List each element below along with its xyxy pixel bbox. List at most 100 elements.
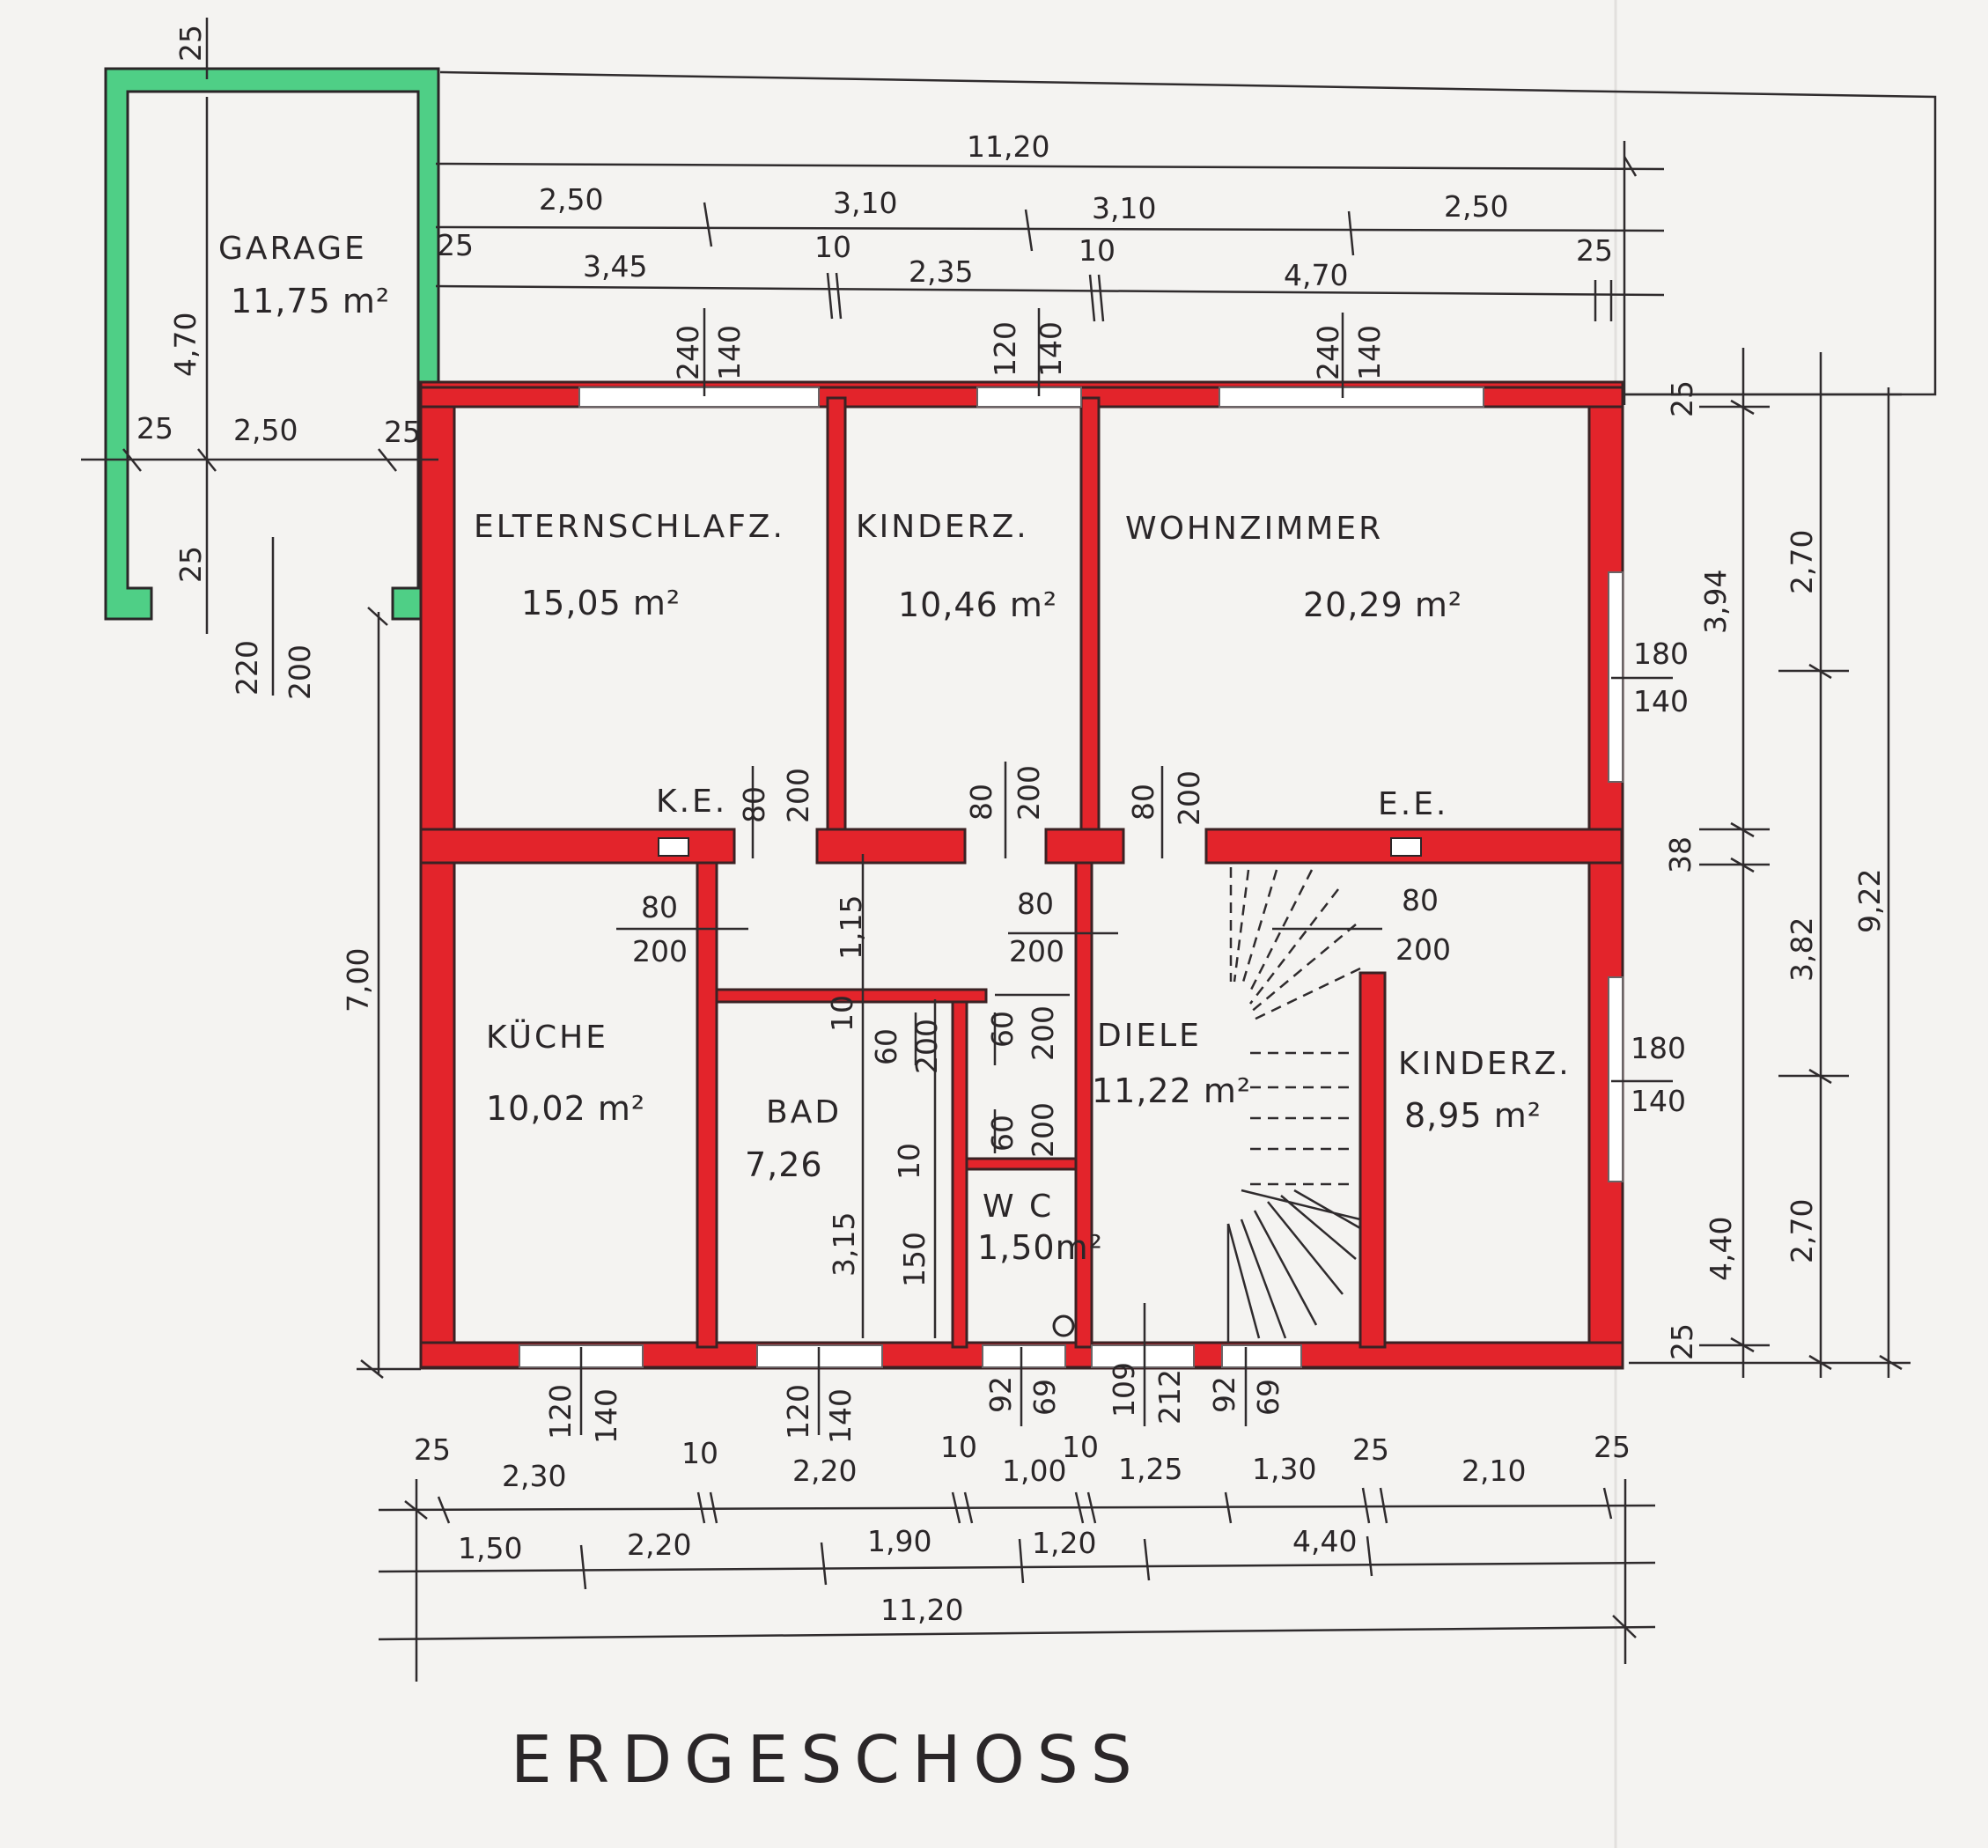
door-1-w: 80 [737, 786, 771, 823]
win-bot-4-w: 109 [1107, 1362, 1141, 1417]
door-9-w: 60 [985, 1115, 1020, 1152]
dim-garage-w-a: 25 [136, 411, 173, 445]
dim-misc-315: 3,15 [827, 1212, 861, 1277]
room-garage-area: 11,75 m² [231, 282, 390, 320]
dim-top-r2-d: 10 [1079, 233, 1115, 268]
win-top-1-h: 140 [712, 325, 747, 380]
dim-bot-r1-10: 2,10 [1462, 1454, 1526, 1488]
dim-left-depth: 7,00 [341, 948, 375, 1012]
win-right-1-h: 140 [1633, 684, 1689, 718]
dim-top-total: 11,20 [967, 129, 1049, 164]
dim-bot-r1-7: 1,25 [1118, 1452, 1182, 1486]
door-7-w: 60 [869, 1028, 903, 1065]
dim-top-r1-b: 3,10 [833, 186, 897, 220]
door-1-h: 200 [781, 768, 815, 823]
room-wc-area: 1,50m² [977, 1228, 1103, 1267]
room-kinderz-area: 10,46 m² [898, 585, 1057, 624]
win-bot-5-h: 69 [1251, 1379, 1285, 1416]
dim-top-r2-g: 25 [1576, 233, 1613, 268]
dim-garage-door-c: 200 [283, 644, 317, 700]
dim-bot-r1-8: 1,30 [1252, 1452, 1316, 1486]
room-elternschlafz-name: ELTERNSCHLAFZ. [474, 509, 785, 545]
door-8-w: 60 [985, 1011, 1020, 1048]
win-top-3-h: 140 [1352, 325, 1387, 380]
dim-bot-total: 11,20 [880, 1593, 963, 1627]
dim-garage-w-c: 25 [384, 415, 421, 449]
win-right-2-w: 180 [1631, 1031, 1686, 1065]
room-diele-area: 11,22 m² [1092, 1071, 1251, 1110]
dim-garage-w-b: 2,50 [233, 413, 298, 447]
dim-bot-r1-3: 2,20 [792, 1454, 857, 1488]
room-kinderz-name: KINDERZ. [856, 509, 1029, 545]
dim-right-mid-1: 3,94 [1698, 570, 1733, 634]
dim-bot-r1-1: 2,30 [502, 1459, 566, 1493]
dim-top-r2-a: 3,45 [583, 249, 647, 283]
dim-right-inner-2: 3,82 [1785, 917, 1819, 982]
room-kueche-area: 10,02 m² [486, 1089, 645, 1128]
label-ee: E.E. [1378, 786, 1448, 822]
dim-bot-r1-5: 1,00 [1002, 1454, 1066, 1488]
win-bot-1-h: 140 [589, 1388, 623, 1444]
site-outline [439, 70, 1937, 396]
win-top-2-h: 140 [1034, 321, 1068, 377]
dim-bot-r1-2: 10 [681, 1436, 718, 1470]
room-bad-name: BAD [766, 1094, 842, 1130]
dim-right-mid-3: 4,40 [1704, 1217, 1738, 1281]
door-2-h: 200 [1012, 765, 1046, 821]
room-kinderz2-name: KINDERZ. [1398, 1046, 1572, 1082]
dim-top-r1-d: 2,50 [1444, 189, 1508, 224]
dim-garage-len: 4,70 [168, 313, 202, 377]
chimney-ke [658, 837, 689, 857]
door-5-w: 80 [1017, 887, 1054, 921]
plan-title: ERDGESCHOSS [511, 1722, 1145, 1798]
door-6-w: 80 [1402, 883, 1439, 917]
room-diele-name: DIELE [1097, 1018, 1202, 1054]
dim-top-r2-f: 25 [437, 228, 474, 262]
win-top-3-w: 240 [1311, 325, 1345, 380]
dim-right-outer: 9,22 [1852, 869, 1887, 933]
dim-right-small-bottom: 25 [1665, 1323, 1699, 1360]
room-kueche-name: KÜCHE [486, 1019, 608, 1056]
dim-misc-10b: 10 [892, 1143, 926, 1180]
door-5-h: 200 [1009, 934, 1064, 968]
dim-right-inner-3: 2,70 [1785, 1199, 1819, 1263]
dim-bot-r2-2: 1,90 [867, 1524, 931, 1558]
door-3-h: 200 [1172, 770, 1206, 826]
room-bad-area: 7,26 [745, 1145, 823, 1184]
door-2-w: 80 [964, 784, 998, 821]
dim-bot-r1-0: 25 [414, 1432, 451, 1467]
dim-top-r2-c: 2,35 [909, 254, 973, 289]
dim-misc-150: 150 [897, 1232, 931, 1287]
dim-bot-r2-4: 4,40 [1292, 1524, 1357, 1558]
dim-garage-door-b: 220 [230, 640, 264, 696]
dim-bot-r2-3: 1,20 [1032, 1526, 1096, 1560]
dim-bot-r1-4: 10 [940, 1430, 977, 1464]
door-9-h: 200 [1026, 1102, 1060, 1158]
dim-top-r2-e: 4,70 [1284, 258, 1348, 292]
win-top-2-w: 120 [988, 321, 1022, 377]
room-kinderz2-area: 8,95 m² [1404, 1096, 1542, 1135]
room-wohnzimmer-name: WOHNZIMMER [1125, 511, 1383, 547]
dim-bot-r1-9: 25 [1352, 1432, 1389, 1467]
win-bot-4-h: 212 [1152, 1369, 1187, 1425]
dim-top-r2-b: 10 [814, 230, 851, 264]
windows [519, 387, 1624, 1368]
win-bot-2-w: 120 [781, 1384, 815, 1439]
dim-misc-10a: 10 [825, 995, 859, 1032]
win-right-1-w: 180 [1633, 637, 1689, 671]
dim-bot-r2-1: 2,20 [627, 1528, 691, 1562]
door-6-h: 200 [1395, 932, 1451, 967]
garage [104, 67, 440, 621]
dim-top-r1-c: 3,10 [1092, 191, 1156, 225]
door-8-h: 200 [1026, 1005, 1060, 1061]
win-right-2-h: 140 [1631, 1084, 1686, 1118]
dim-right-mid-2: 38 [1663, 836, 1697, 873]
door-4-h: 200 [632, 934, 688, 968]
win-bot-3-h: 69 [1027, 1379, 1062, 1416]
dim-bot-r1-6: 10 [1062, 1430, 1099, 1464]
win-bot-1-w: 120 [543, 1384, 578, 1439]
door-7-h: 200 [909, 1019, 944, 1074]
win-top-1-w: 240 [671, 325, 705, 380]
wc-door-knob [1052, 1314, 1075, 1337]
